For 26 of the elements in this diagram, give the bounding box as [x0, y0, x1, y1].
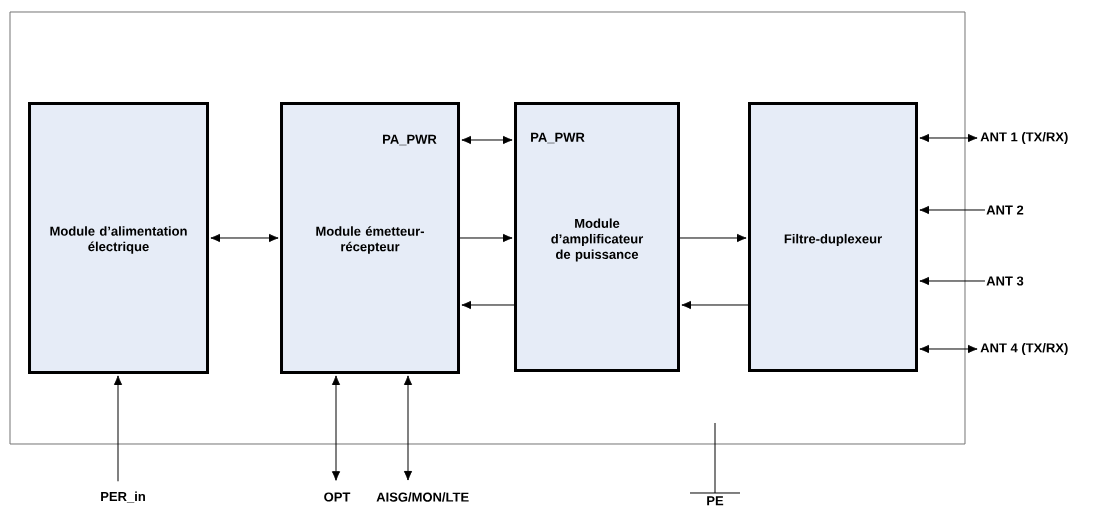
signal-label: ANT 4 (TX/RX)	[980, 342, 1068, 356]
signal-label: ANT 1 (TX/RX)	[980, 131, 1068, 145]
arrow	[461, 135, 513, 145]
module-box: Module d’alimentation électrique	[28, 102, 209, 374]
arrow	[679, 233, 747, 243]
frame-box	[9, 11, 966, 445]
arrow	[919, 133, 978, 143]
signal-label: ANT 2	[986, 205, 1024, 215]
arrow	[210, 233, 279, 243]
arrow	[919, 205, 986, 215]
arrow	[461, 300, 515, 310]
port-label: PA_PWR	[531, 132, 585, 144]
arrow	[681, 300, 749, 310]
arrow	[919, 276, 986, 286]
signal-label: PER_in	[101, 491, 145, 503]
arrow	[331, 375, 341, 481]
arrow	[459, 233, 513, 243]
arrow	[919, 344, 978, 354]
arrow	[403, 375, 413, 481]
signal-label: OPT	[324, 492, 351, 502]
signal-label: AISG/MON/LTE	[376, 492, 469, 502]
module-box: Filtre-duplexeur	[748, 102, 918, 372]
port-label: PA_PWR	[383, 134, 437, 146]
signal-label: ANT 3	[986, 276, 1024, 286]
arrow	[113, 375, 123, 482]
ground-label: PE	[707, 496, 724, 506]
